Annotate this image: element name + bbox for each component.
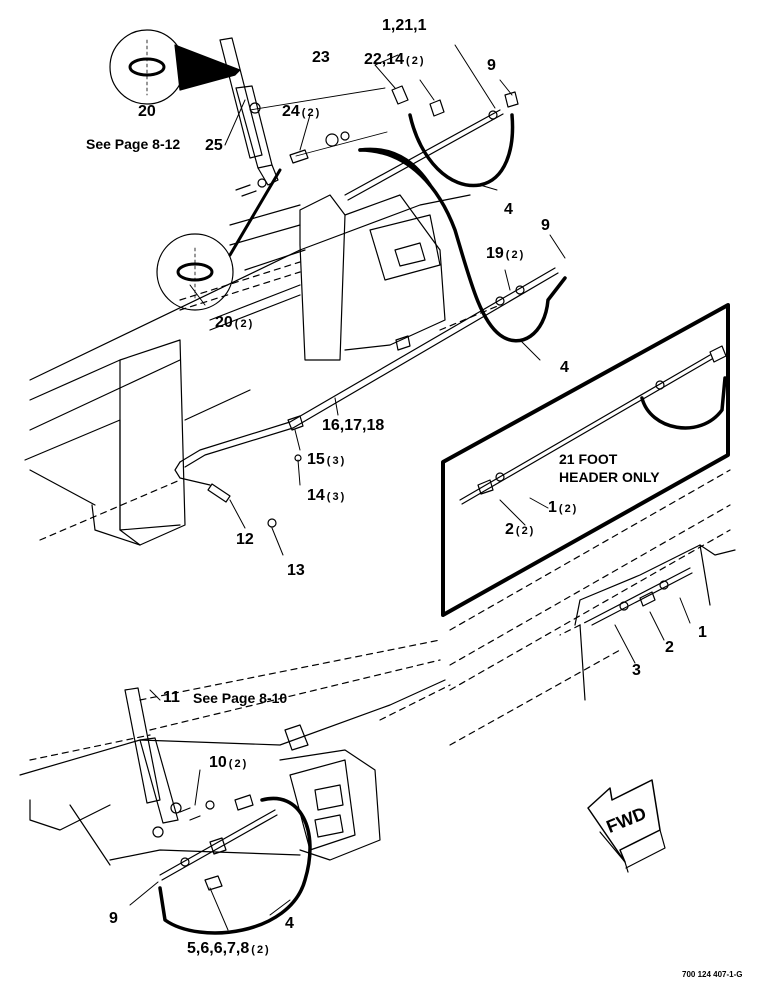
fittings-top <box>249 85 519 157</box>
leader-lines-lower <box>129 689 291 931</box>
leader-lines-right <box>499 497 691 664</box>
oring-callouts <box>109 29 282 311</box>
document-id: 700 124 407-1-G <box>682 970 743 979</box>
callout-15: 15(3) <box>307 451 347 468</box>
callout-14: 14(3) <box>307 487 347 504</box>
callout-3: 3 <box>632 662 641 679</box>
callout-22-14: 22,14(2) <box>364 51 426 68</box>
leader-lines <box>189 44 566 556</box>
callout-9-bottom: 9 <box>109 910 118 927</box>
cylinder-11 <box>124 687 182 824</box>
callout-23: 23 <box>312 49 330 66</box>
callout-1-21-1: 1,21,1 <box>382 17 427 34</box>
callout-4-upper: 4 <box>504 201 513 218</box>
callout-20-top: 20 <box>138 103 156 120</box>
inset-box-frame <box>441 303 730 617</box>
callout-10: 10(2) <box>209 754 249 771</box>
steel-line-upper <box>344 109 504 201</box>
inset-box-caption: 21 FOOT HEADER ONLY <box>559 450 660 486</box>
fwd-arrow-shape <box>587 779 666 873</box>
steel-line-lower <box>159 809 278 881</box>
see-page-note-top: See Page 8-12 <box>86 136 181 152</box>
callout-9-top: 9 <box>487 57 496 74</box>
callout-2-box: 2(2) <box>505 521 536 538</box>
inset-box-line2: HEADER ONLY <box>559 469 660 485</box>
inset-box-line1: 21 FOOT <box>559 451 618 467</box>
callout-5-6-6-7-8: 5,6,6,7,8(2) <box>187 940 271 957</box>
header-dash-upper <box>39 261 501 541</box>
cylinder-25 <box>219 37 279 186</box>
header-frame-right <box>574 544 736 701</box>
callout-2-right: 2 <box>665 639 674 656</box>
callout-4-mid: 4 <box>560 359 569 376</box>
callout-4-bottom: 4 <box>285 915 294 932</box>
callout-16-17-18: 16,17,18 <box>322 417 385 434</box>
steel-line-middle <box>174 267 559 503</box>
header-frame-upper <box>24 194 471 546</box>
callout-1-right: 1 <box>698 624 707 641</box>
callout-11: 11 <box>163 689 180 706</box>
hardware-24 <box>235 131 350 197</box>
see-page-note-bottom: See Page 8-10 <box>193 690 288 706</box>
callout-1-box: 1(2) <box>548 499 579 516</box>
callout-9-mid: 9 <box>541 217 550 234</box>
header-frame-lower <box>19 679 446 866</box>
header-dash-lower <box>29 639 451 761</box>
callout-20-lower: 20(2) <box>215 314 255 331</box>
hardware-lower <box>152 794 254 891</box>
callout-13: 13 <box>287 562 305 579</box>
inset-line <box>459 345 727 505</box>
callout-12: 12 <box>236 531 254 548</box>
header-dash-right <box>449 469 731 746</box>
hose-lower <box>158 796 312 935</box>
callout-24: 24(2) <box>282 103 322 120</box>
callout-19: 19(2) <box>486 245 526 262</box>
callout-25: 25 <box>205 137 223 154</box>
